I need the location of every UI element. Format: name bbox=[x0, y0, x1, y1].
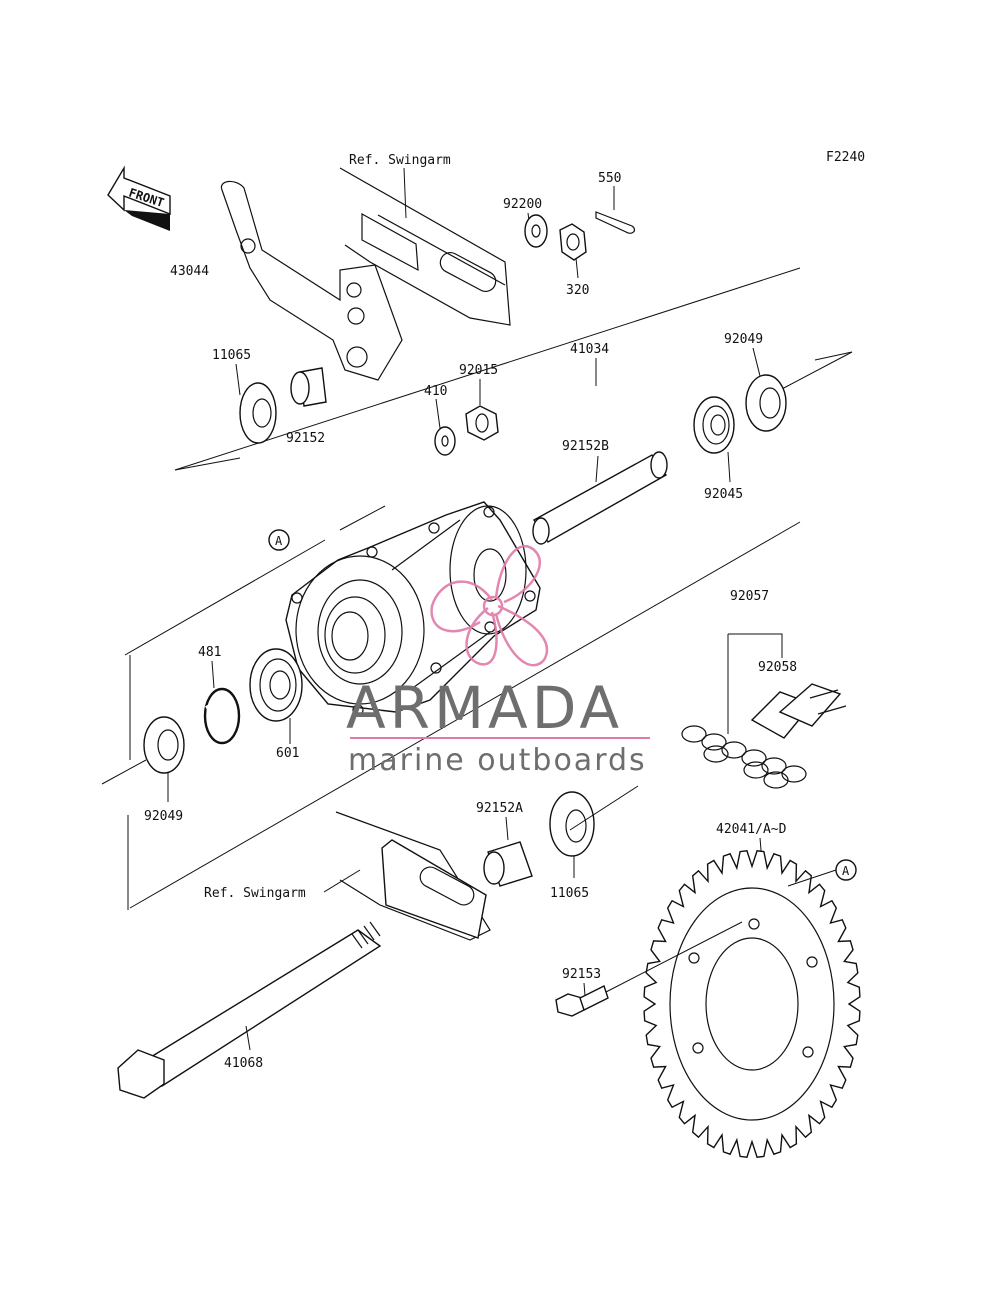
watermark-title: ARMADA bbox=[346, 674, 623, 742]
cotter-pin-550 bbox=[595, 211, 636, 234]
spacer-92152 bbox=[290, 367, 327, 407]
washer-410 bbox=[434, 426, 456, 456]
chain-92057 bbox=[681, 725, 807, 789]
label-41034: 41034 bbox=[570, 342, 609, 357]
label-92049-bottom: 92049 bbox=[144, 809, 183, 824]
spacer-92152B bbox=[532, 451, 668, 545]
swingarm-lower bbox=[335, 811, 491, 941]
label-92152A: 92152A bbox=[476, 801, 523, 816]
nut-92015 bbox=[465, 405, 499, 441]
axle-41068 bbox=[117, 921, 382, 1099]
collar-11065-bottom bbox=[549, 791, 595, 857]
circlip-481 bbox=[203, 687, 241, 745]
label-ref-swingarm-top: Ref. Swingarm bbox=[349, 153, 451, 168]
label-92058: 92058 bbox=[758, 660, 797, 675]
label-92015: 92015 bbox=[459, 363, 498, 378]
label-41068: 41068 bbox=[224, 1056, 263, 1071]
svg-text:A: A bbox=[275, 534, 283, 548]
oil-seal-92049-bottom bbox=[143, 716, 185, 774]
bearing-92045 bbox=[693, 396, 735, 454]
label-92045: 92045 bbox=[704, 487, 743, 502]
torque-link-43044 bbox=[220, 180, 403, 381]
wheel-hub bbox=[285, 501, 541, 716]
watermark-logo-icon bbox=[430, 544, 549, 667]
label-42041: 42041/A~D bbox=[716, 822, 787, 837]
label-481: 481 bbox=[198, 645, 221, 660]
chain-joint-92058 bbox=[750, 683, 847, 739]
figure-code: F2240 bbox=[826, 150, 865, 165]
label-11065-top: 11065 bbox=[212, 348, 251, 363]
label-92049-top: 92049 bbox=[724, 332, 763, 347]
label-ref-swingarm-bottom: Ref. Swingarm bbox=[204, 886, 306, 901]
washer-92200 bbox=[524, 214, 548, 248]
label-92200: 92200 bbox=[503, 197, 542, 212]
bolt-92153 bbox=[555, 985, 609, 1017]
label-92153: 92153 bbox=[562, 967, 601, 982]
svg-text:A: A bbox=[842, 864, 850, 878]
label-601: 601 bbox=[276, 746, 299, 761]
label-410: 410 bbox=[424, 384, 447, 399]
nut-320 bbox=[559, 223, 587, 261]
sprocket-42041 bbox=[643, 850, 861, 1158]
swingarm-upper bbox=[339, 167, 511, 326]
callout-a-right: A bbox=[835, 859, 857, 881]
label-92152B: 92152B bbox=[562, 439, 609, 454]
label-92057: 92057 bbox=[730, 589, 769, 604]
oil-seal-92049-top bbox=[745, 374, 787, 432]
spacer-92152A bbox=[483, 841, 533, 887]
callout-a-left: A bbox=[268, 529, 290, 551]
label-43044: 43044 bbox=[170, 264, 209, 279]
front-arrow-icon: FRONT bbox=[107, 165, 171, 231]
label-92152: 92152 bbox=[286, 431, 325, 446]
bearing-601 bbox=[249, 648, 303, 722]
watermark-subtitle: marine outboards bbox=[348, 743, 647, 778]
label-11065-bottom: 11065 bbox=[550, 886, 589, 901]
label-320: 320 bbox=[566, 283, 589, 298]
collar-11065-top bbox=[239, 382, 277, 444]
label-550: 550 bbox=[598, 171, 621, 186]
